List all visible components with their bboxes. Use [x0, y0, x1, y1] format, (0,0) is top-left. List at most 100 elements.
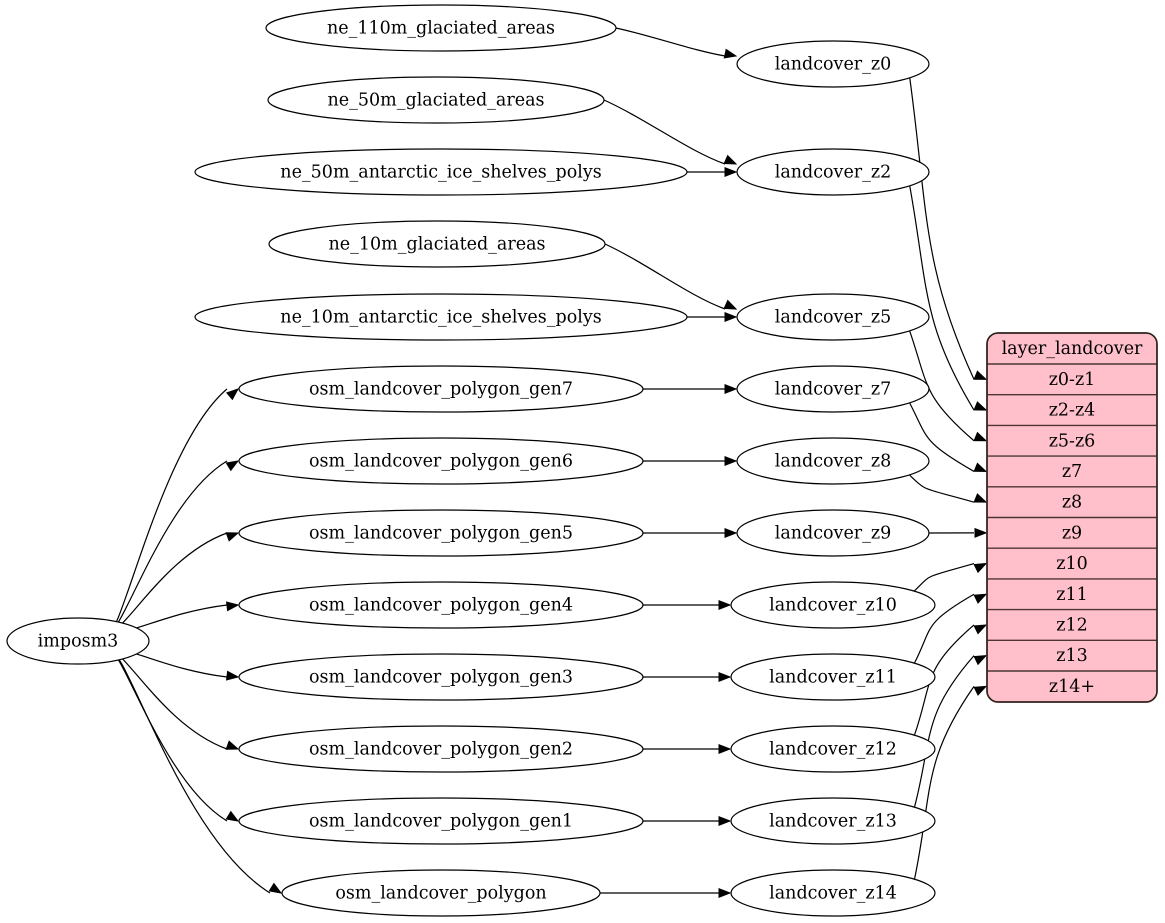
- node-osm_landcover_polygon_gen7[interactable]: osm_landcover_polygon_gen7: [238, 365, 644, 413]
- node-landcover_z12[interactable]: landcover_z12: [730, 725, 936, 773]
- node-landcover_z2-shape: [736, 148, 930, 196]
- node-landcover_z10[interactable]: landcover_z10: [730, 581, 936, 629]
- edge-landcover_z0-to-row-z0-z1: [909, 78, 975, 380]
- node-osm_landcover_polygon_gen3[interactable]: osm_landcover_polygon_gen3: [238, 653, 644, 701]
- edge-landcover_z7-to-row-z7: [909, 402, 975, 472]
- node-landcover_z8[interactable]: landcover_z8: [736, 437, 930, 485]
- node-ne_10m_antarctic_ice_shelves_polys[interactable]: ne_10m_antarctic_ice_shelves_polys: [194, 293, 688, 341]
- node-landcover_z9-label: landcover_z9: [775, 524, 892, 544]
- layer-landcover-row-label: z7: [1062, 462, 1082, 482]
- arrowhead-osm_landcover_polygon-to-landcover_z14: [718, 887, 732, 899]
- node-landcover_z0-label: landcover_z0: [775, 55, 892, 75]
- node-osm_landcover_polygon_gen1[interactable]: osm_landcover_polygon_gen1: [238, 797, 644, 845]
- node-ne_50m_glaciated_areas[interactable]: ne_50m_glaciated_areas: [267, 76, 605, 124]
- node-landcover_z14[interactable]: landcover_z14: [730, 869, 936, 917]
- node-ne_110m_glaciated_areas-shape: [265, 4, 617, 52]
- node-ne_50m_antarctic_ice_shelves_polys-label: ne_50m_antarctic_ice_shelves_polys: [280, 163, 601, 183]
- layer-landcover-row-label: z0-z1: [1049, 370, 1096, 390]
- node-landcover_z13[interactable]: landcover_z13: [730, 797, 936, 845]
- edge-ne_50m_glaciated_areas-to-landcover_z2: [603, 99, 726, 165]
- node-landcover_z2-label: landcover_z2: [775, 163, 892, 183]
- node-landcover_z9[interactable]: landcover_z9: [736, 509, 930, 557]
- arrowhead-osm_landcover_polygon_gen6-to-landcover_z8: [724, 455, 738, 467]
- node-osm_landcover_polygon_gen7-shape: [238, 365, 644, 413]
- node-osm_landcover_polygon_gen3-shape: [238, 653, 644, 701]
- arrowhead-ne_50m_glaciated_areas-to-landcover_z2: [723, 154, 738, 165]
- node-landcover_z7-label: landcover_z7: [775, 380, 892, 400]
- node-osm_landcover_polygon_gen5-label: osm_landcover_polygon_gen5: [309, 524, 573, 544]
- arrowhead-landcover_z13-to-row: [973, 655, 988, 666]
- node-landcover_z13-shape: [730, 797, 936, 845]
- layer-landcover-row-label: z2-z4: [1049, 401, 1096, 421]
- arrowhead-imposm3-to-osm_landcover_polygon_gen4: [225, 601, 240, 612]
- node-landcover_z2[interactable]: landcover_z2: [736, 148, 930, 196]
- node-landcover_z5-label: landcover_z5: [775, 308, 892, 328]
- arrowhead-landcover_z11-to-row: [973, 593, 988, 604]
- edge-imposm3-to-osm_landcover_polygon_gen6: [107, 460, 228, 634]
- node-landcover_z13-label: landcover_z13: [769, 812, 897, 832]
- layer-landcover-row-label: z10: [1056, 554, 1088, 574]
- node-osm_landcover_polygon_gen5-shape: [238, 509, 644, 557]
- arrowhead-osm_landcover_polygon_gen5-to-landcover_z9: [724, 527, 738, 539]
- node-landcover_z0-shape: [736, 40, 930, 88]
- node-osm_landcover_polygon_gen4-shape: [238, 581, 644, 629]
- arrowhead-osm_landcover_polygon_gen7-to-landcover_z7: [724, 383, 738, 395]
- arrowhead-imposm3-to-osm_landcover_polygon_gen3: [225, 670, 240, 681]
- node-landcover_z14-shape: [730, 869, 936, 917]
- node-landcover_z10-label: landcover_z10: [769, 596, 897, 616]
- node-osm_landcover_polygon_gen5[interactable]: osm_landcover_polygon_gen5: [238, 509, 644, 557]
- node-landcover_z5[interactable]: landcover_z5: [736, 293, 930, 341]
- node-ne_10m_glaciated_areas-label: ne_10m_glaciated_areas: [329, 235, 546, 255]
- node-ne_50m_glaciated_areas-shape: [267, 76, 605, 124]
- node-ne_50m_antarctic_ice_shelves_polys[interactable]: ne_50m_antarctic_ice_shelves_polys: [194, 148, 688, 196]
- edge-landcover_z14-to-row-z14+: [914, 686, 975, 879]
- layer-landcover-row-label: z14+: [1049, 677, 1095, 697]
- arrowhead-imposm3-to-osm_landcover_polygon: [268, 882, 283, 894]
- node-osm_landcover_polygon_gen6[interactable]: osm_landcover_polygon_gen6: [238, 437, 644, 485]
- arrowhead-landcover_z9-to-row: [974, 527, 988, 538]
- arrowhead-landcover_z14-to-row: [973, 685, 988, 696]
- layer-landcover-table[interactable]: layer_landcoverz0-z1z2-z4z5-z6z7z8z9z10z…: [986, 332, 1158, 703]
- node-landcover_z0[interactable]: landcover_z0: [736, 40, 930, 88]
- node-landcover_z10-shape: [730, 581, 936, 629]
- node-landcover_z11[interactable]: landcover_z11: [730, 653, 936, 701]
- layer-landcover-row-label: z8: [1062, 493, 1082, 513]
- edge-imposm3-to-osm_landcover_polygon_gen1: [107, 648, 228, 822]
- node-landcover_z8-label: landcover_z8: [775, 452, 892, 472]
- arrowhead-landcover_z10-to-row: [973, 562, 988, 574]
- node-osm_landcover_polygon_gen2-shape: [238, 725, 644, 773]
- node-osm_landcover_polygon_gen1-label: osm_landcover_polygon_gen1: [309, 812, 573, 832]
- edge-imposm3-to-osm_landcover_polygon_gen2: [107, 649, 228, 750]
- node-landcover_z12-shape: [730, 725, 936, 773]
- arrowhead-osm_landcover_polygon_gen2-to-landcover_z12: [718, 743, 732, 755]
- edge-imposm3-to-osm_landcover_polygon_gen7: [107, 388, 228, 635]
- arrowhead-landcover_z5-to-row: [973, 431, 988, 442]
- node-osm_landcover_polygon_gen2[interactable]: osm_landcover_polygon_gen2: [238, 725, 644, 773]
- edge-landcover_z10-to-row-z10: [914, 562, 975, 592]
- node-landcover_z7[interactable]: landcover_z7: [736, 365, 930, 413]
- node-osm_landcover_polygon_gen2-label: osm_landcover_polygon_gen2: [309, 740, 573, 760]
- arrowhead-osm_landcover_polygon_gen1-to-landcover_z13: [718, 815, 732, 827]
- node-ne_50m_antarctic_ice_shelves_polys-shape: [194, 148, 688, 196]
- edge-imposm3-to-osm_landcover_polygon: [107, 647, 271, 894]
- node-landcover_z7-shape: [736, 365, 930, 413]
- node-ne_10m_glaciated_areas-shape: [268, 220, 606, 268]
- node-osm_landcover_polygon_gen4[interactable]: osm_landcover_polygon_gen4: [238, 581, 644, 629]
- node-landcover_z12-label: landcover_z12: [769, 740, 897, 760]
- edge-landcover_z13-to-row-z13: [914, 655, 975, 807]
- node-ne_10m_glaciated_areas[interactable]: ne_10m_glaciated_areas: [268, 220, 606, 268]
- edges-layer: [107, 27, 988, 899]
- layer-landcover-row-label: z12: [1056, 615, 1088, 635]
- node-osm_landcover_polygon-label: osm_landcover_polygon: [335, 884, 546, 904]
- node-ne_50m_glaciated_areas-label: ne_50m_glaciated_areas: [328, 91, 545, 111]
- layer-landcover-row-label: z11: [1056, 585, 1088, 605]
- node-osm_landcover_polygon_gen7-label: osm_landcover_polygon_gen7: [309, 380, 573, 400]
- node-ne_110m_glaciated_areas[interactable]: ne_110m_glaciated_areas: [265, 4, 617, 52]
- nodes-layer: imposm3 ne_110m_glaciated_areas ne_50m_gla…: [6, 4, 936, 917]
- layer-landcover-header-label: layer_landcover: [1002, 339, 1143, 359]
- node-osm_landcover_polygon[interactable]: osm_landcover_polygon: [281, 869, 601, 917]
- layer-landcover-row-label: z5-z6: [1049, 431, 1096, 451]
- node-osm_landcover_polygon_gen6-label: osm_landcover_polygon_gen6: [309, 452, 573, 472]
- node-imposm3[interactable]: imposm3: [6, 617, 150, 665]
